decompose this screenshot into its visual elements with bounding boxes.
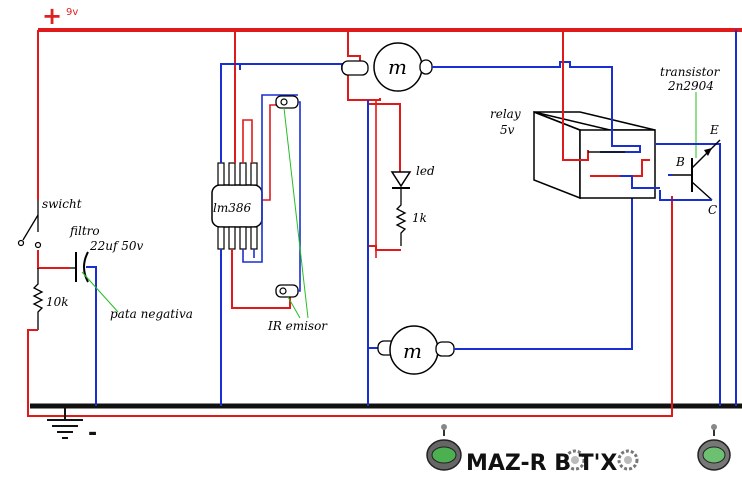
ic-blue-left-wire bbox=[220, 63, 241, 163]
logo-text: MAZ-R B T'X bbox=[466, 451, 617, 476]
lm386-chip bbox=[211, 162, 263, 250]
ir-emitter-top bbox=[275, 95, 299, 109]
voltage-label: 9v bbox=[66, 7, 78, 18]
motor-top-label: m bbox=[388, 55, 407, 79]
relay-label: relay bbox=[490, 107, 521, 121]
gear-icon bbox=[564, 449, 586, 471]
resistor-1k bbox=[395, 200, 407, 246]
switch-symbol bbox=[17, 200, 42, 249]
resistor-10k bbox=[32, 268, 44, 330]
minus-symbol: - bbox=[88, 421, 97, 446]
relay-red-coil-wire bbox=[590, 159, 650, 177]
relay-voltage-label: 5v bbox=[500, 123, 515, 137]
pin-b-label: B bbox=[675, 155, 685, 169]
ir-blue-wire bbox=[298, 101, 301, 292]
ground-symbol bbox=[47, 406, 83, 439]
transistor-symbol bbox=[672, 139, 721, 201]
switch-label: swicht bbox=[42, 197, 82, 211]
plus-symbol: + bbox=[42, 2, 62, 30]
red-down-to-motor-wire bbox=[367, 100, 380, 349]
robot-head-left-icon bbox=[426, 424, 462, 471]
transistor-label: transistor bbox=[660, 65, 721, 79]
led-to-ground-wire bbox=[368, 245, 401, 251]
ic-red-pin-wire bbox=[242, 119, 253, 163]
relay bbox=[533, 110, 656, 200]
motor-bottom-label: m bbox=[403, 339, 422, 363]
switch-to-resistor-wire bbox=[37, 250, 70, 269]
relay-red-wire bbox=[562, 30, 589, 161]
relay-blue-coil-wire bbox=[620, 175, 660, 189]
ic-blue-pin-wire bbox=[242, 94, 298, 263]
filter-label: filtro bbox=[69, 224, 100, 238]
pin-e-label: E bbox=[709, 123, 719, 137]
robot-head-right-icon bbox=[697, 424, 731, 471]
ic-red-lower-wire bbox=[231, 249, 291, 309]
ir-pointer-bottom bbox=[287, 296, 301, 319]
ir-pointer-top bbox=[283, 107, 309, 319]
led-symbol bbox=[390, 171, 412, 200]
motor-bottom-right-wire bbox=[454, 195, 633, 350]
ir-emitter-bottom bbox=[275, 284, 299, 298]
transistor-part-label: 2n2904 bbox=[667, 79, 714, 93]
motor-top-right-wire bbox=[432, 61, 613, 108]
capacitor-blue-wire bbox=[86, 266, 97, 406]
motor-top-blue-wire bbox=[240, 63, 343, 70]
logo: MAZ-R B T'X bbox=[426, 424, 731, 476]
relay-blue-wire bbox=[600, 108, 641, 153]
resistor-left-label: 10k bbox=[46, 295, 69, 309]
resistor-10k-ground-wire bbox=[27, 196, 673, 417]
led-branch-wire bbox=[367, 100, 401, 172]
negative-leg-label: pata negativa bbox=[110, 307, 193, 321]
ic-label: lm386 bbox=[213, 201, 251, 215]
ic-red-right-wire bbox=[262, 104, 290, 201]
resistor-led-label: 1k bbox=[412, 211, 427, 225]
ir-label: IR emisor bbox=[267, 319, 328, 333]
negative-leg-pointer bbox=[81, 271, 119, 313]
capacitor-symbol bbox=[70, 251, 89, 283]
motor-top-red-lower bbox=[347, 70, 381, 101]
gear-icon-second bbox=[617, 449, 639, 471]
motor-top: m bbox=[341, 42, 433, 92]
led-label: led bbox=[416, 164, 435, 178]
relay-to-transistor-wire bbox=[655, 143, 721, 406]
pin-c-label: C bbox=[708, 203, 717, 217]
capacitor-value-label: 22uf 50v bbox=[89, 239, 144, 253]
motor-bottom: m bbox=[377, 325, 455, 375]
transistor-collector-wire bbox=[659, 190, 712, 201]
